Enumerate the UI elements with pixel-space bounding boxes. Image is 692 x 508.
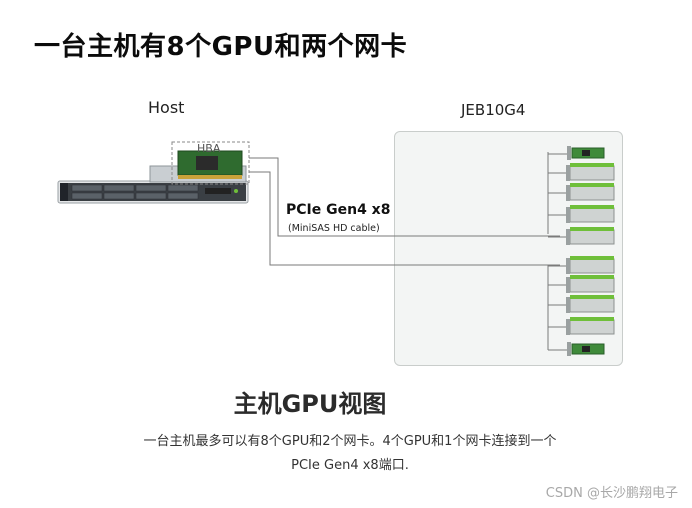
cable-lines: [249, 152, 560, 350]
description-line-2: PCIe Gen4 x8端口.: [291, 458, 409, 473]
nic-card: [548, 342, 605, 356]
jeb-label: JEB10G4: [461, 101, 526, 119]
pcie-label: PCIe Gen4 x8: [286, 202, 391, 218]
page-title: 一台主机有8个GPU和两个网卡: [34, 32, 408, 62]
diagram-subtitle: 主机GPU视图: [233, 390, 387, 418]
watermark-text: CSDN @长沙鹏翔电子: [545, 486, 678, 501]
server-chassis: [57, 165, 249, 204]
gpu-card: [548, 205, 615, 223]
description-line-1: 一台主机最多可以有8个GPU和2个网卡。4个GPU和1个网卡连接到一个: [143, 434, 557, 449]
host-label: Host: [148, 98, 185, 117]
gpu-card: [548, 317, 615, 335]
gpu-card: [548, 183, 615, 201]
hba-label: HBA: [197, 142, 221, 155]
hba-card: [171, 141, 250, 185]
gpu-card: [548, 275, 615, 293]
gpu-card: [548, 295, 615, 313]
pcie-sublabel: (MiniSAS HD cable): [288, 223, 380, 234]
gpu-card: [548, 227, 615, 245]
gpu-card: [548, 163, 615, 181]
gpu-card: [548, 256, 615, 274]
nic-card: [548, 146, 605, 160]
